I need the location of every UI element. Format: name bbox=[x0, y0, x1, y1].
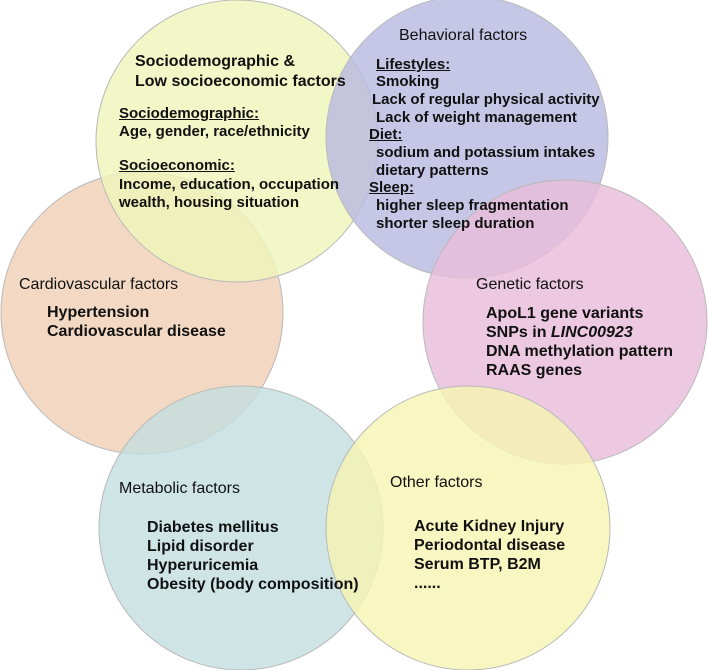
genetic-item: RAAS genes bbox=[486, 362, 583, 379]
lifestyles-heading: Lifestyles: bbox=[376, 56, 451, 73]
sociodemographic-title-line1: Sociodemographic & bbox=[135, 53, 296, 70]
sleep-item: shorter sleep duration bbox=[376, 215, 535, 232]
diet-heading: Diet: bbox=[369, 126, 403, 143]
cardiovascular-item: Hypertension bbox=[47, 304, 150, 321]
genetic-item-prefix: SNPs in bbox=[486, 324, 551, 341]
socioeconomic-heading: Socioeconomic: bbox=[119, 157, 235, 174]
metabolic-item: Lipid disorder bbox=[147, 538, 254, 555]
cardiovascular-title: Cardiovascular factors bbox=[19, 276, 179, 293]
genetic-item: ApoL1 gene variants bbox=[486, 305, 644, 322]
other-item: Serum BTP, B2M bbox=[414, 556, 541, 573]
sociodemographic-item: Age, gender, race/ethnicity bbox=[119, 123, 310, 140]
other-item: Acute Kidney Injury bbox=[414, 518, 565, 535]
metabolic-item: Hyperuricemia bbox=[147, 557, 259, 574]
socioeconomic-item: wealth, housing situation bbox=[119, 194, 299, 211]
metabolic-item: Diabetes mellitus bbox=[147, 519, 279, 536]
gene-name: LINC00923 bbox=[550, 324, 633, 341]
diet-item: sodium and potassium intakes bbox=[376, 144, 596, 161]
sleep-heading: Sleep: bbox=[369, 179, 415, 196]
diet-item: dietary patterns bbox=[376, 162, 489, 179]
lifestyle-item: Lack of regular physical activity bbox=[372, 91, 600, 108]
lifestyle-item: Smoking bbox=[376, 73, 440, 90]
metabolic-item: Obesity (body composition) bbox=[147, 576, 359, 593]
cardiovascular-item: Cardiovascular disease bbox=[47, 323, 226, 340]
other-item: ...... bbox=[414, 575, 441, 592]
other-circle bbox=[325, 385, 611, 670]
genetic-item: SNPs in LINC00923 bbox=[486, 323, 633, 342]
sociodemographic-title-line2: Low socioeconomic factors bbox=[135, 73, 346, 90]
genetic-title: Genetic factors bbox=[476, 276, 584, 293]
sleep-item: higher sleep fragmentation bbox=[376, 197, 569, 214]
sociodemographic-heading: Sociodemographic: bbox=[119, 105, 260, 122]
socioeconomic-item: Income, education, occupation bbox=[119, 176, 340, 193]
genetic-item: DNA methylation pattern bbox=[486, 343, 673, 360]
other-item: Periodontal disease bbox=[414, 537, 566, 554]
metabolic-title: Metabolic factors bbox=[119, 480, 240, 497]
behavioral-title: Behavioral factors bbox=[399, 27, 528, 44]
lifestyle-item: Lack of weight management bbox=[376, 109, 577, 126]
other-title: Other factors bbox=[390, 474, 483, 491]
